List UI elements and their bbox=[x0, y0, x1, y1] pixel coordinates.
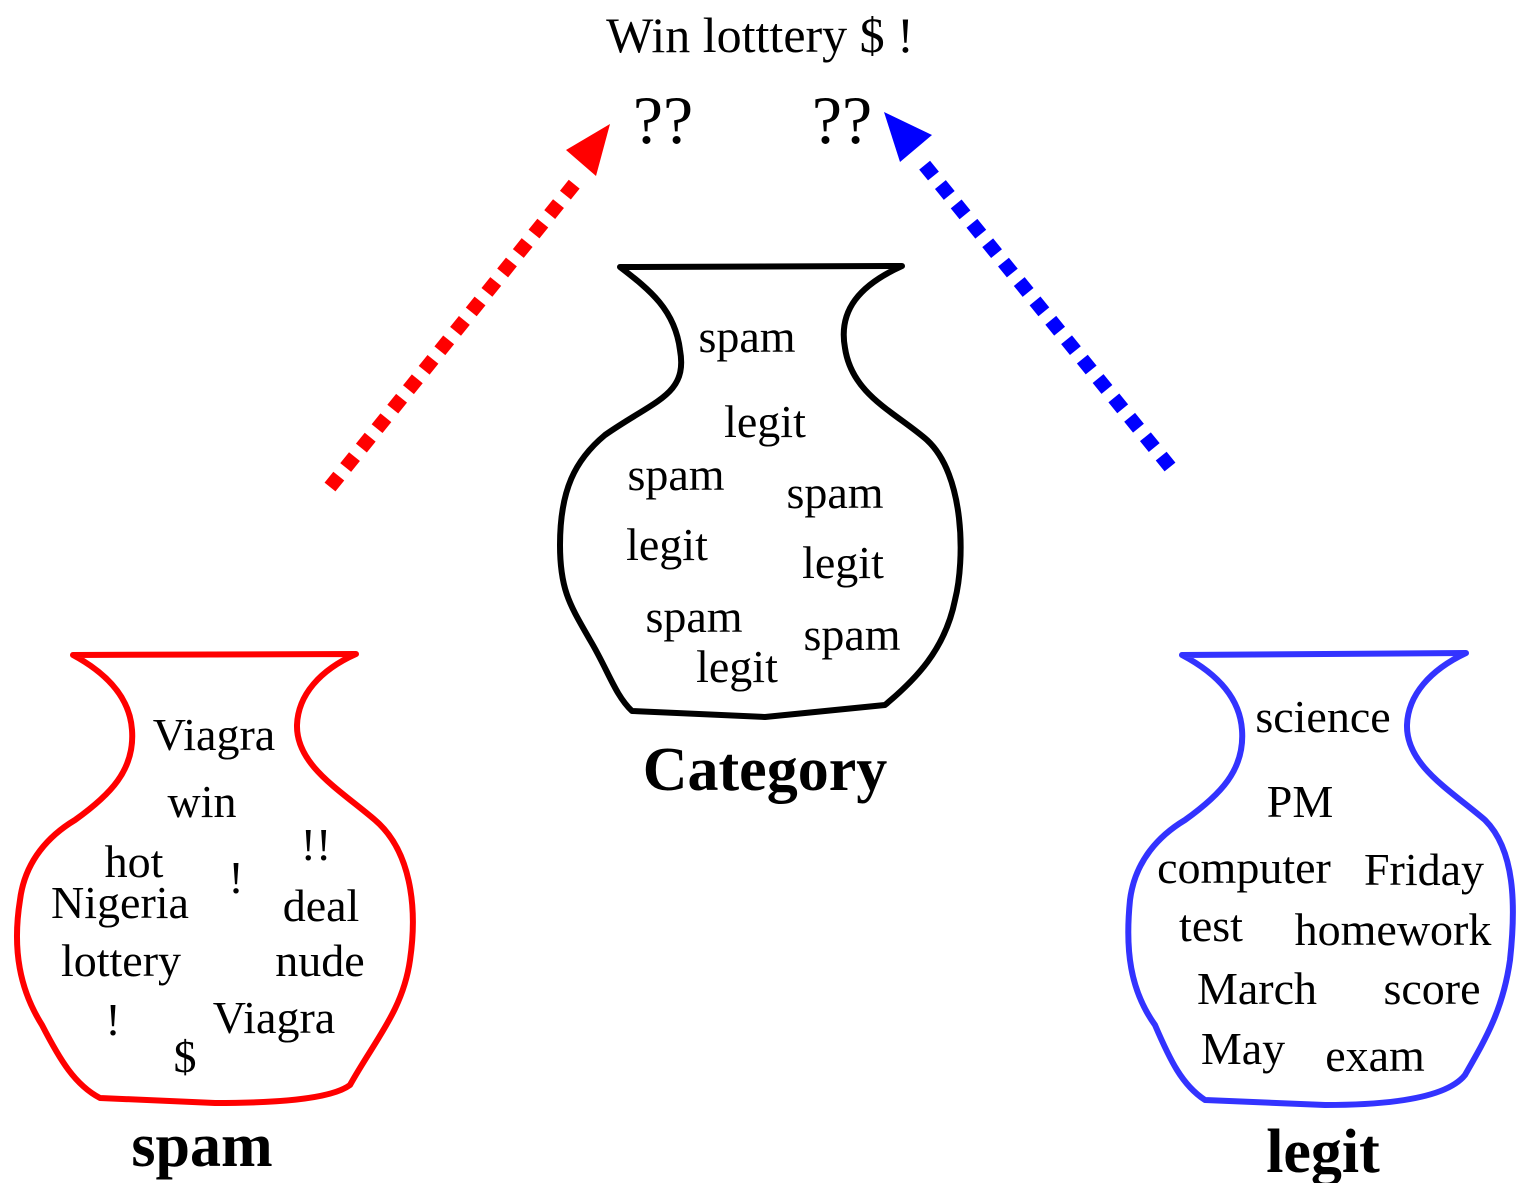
legit-word: Friday bbox=[1364, 844, 1484, 895]
spam-word: lottery bbox=[61, 935, 181, 986]
legit-word: homework bbox=[1295, 904, 1492, 955]
spam-jar-label: spam bbox=[131, 1112, 272, 1180]
spam-jar: Viagra win hot !! ! Nigeria deal lottery… bbox=[13, 651, 416, 1180]
legit-arrow-shaft bbox=[912, 152, 1176, 472]
spam-word: deal bbox=[283, 880, 360, 931]
legit-word: exam bbox=[1325, 1030, 1425, 1081]
spam-word: ! bbox=[105, 994, 120, 1045]
legit-word: March bbox=[1197, 963, 1317, 1014]
legit-word: science bbox=[1255, 691, 1390, 742]
legit-jar-label: legit bbox=[1266, 1118, 1380, 1183]
category-word: spam bbox=[627, 449, 724, 500]
category-word: legit bbox=[696, 641, 778, 692]
legit-word: score bbox=[1383, 963, 1480, 1014]
category-jar: spam legit spam spam legit legit spam sp… bbox=[557, 263, 964, 804]
category-word: spam bbox=[698, 311, 795, 362]
spam-word: hot bbox=[105, 836, 164, 887]
category-word: legit bbox=[802, 537, 884, 588]
spam-word: win bbox=[168, 776, 237, 827]
legit-word: PM bbox=[1267, 776, 1333, 827]
category-word: spam bbox=[786, 467, 883, 518]
legit-word: test bbox=[1179, 900, 1243, 951]
spam-word: ! bbox=[228, 852, 243, 903]
spam-word: nude bbox=[275, 935, 364, 986]
category-jar-label: Category bbox=[643, 736, 887, 804]
category-word: legit bbox=[724, 396, 806, 447]
message-title: Win lotttery $ ! bbox=[606, 7, 914, 63]
spam-arrow bbox=[324, 124, 610, 492]
legit-jar-outline bbox=[1125, 650, 1516, 1108]
spam-arrow-head bbox=[566, 124, 610, 176]
category-word: spam bbox=[803, 609, 900, 660]
legit-arrow-head bbox=[884, 112, 932, 162]
legit-word: May bbox=[1201, 1023, 1285, 1074]
category-jar-outline bbox=[557, 263, 964, 720]
category-word: legit bbox=[626, 519, 708, 570]
category-word: spam bbox=[645, 591, 742, 642]
spam-arrow-shaft bbox=[324, 172, 586, 492]
spam-word: Viagra bbox=[213, 992, 335, 1043]
spam-word: Viagra bbox=[153, 709, 275, 760]
spam-word: $ bbox=[174, 1031, 197, 1082]
spam-word: Nigeria bbox=[51, 877, 189, 928]
legit-probability-unknown: ?? bbox=[812, 82, 872, 158]
legit-word: computer bbox=[1157, 842, 1331, 893]
spam-word: !! bbox=[301, 819, 332, 870]
spam-jar-outline bbox=[13, 651, 416, 1106]
legit-arrow bbox=[884, 112, 1176, 472]
spam-probability-unknown: ?? bbox=[633, 82, 693, 158]
legit-jar: science PM computer Friday test homework… bbox=[1125, 650, 1516, 1186]
